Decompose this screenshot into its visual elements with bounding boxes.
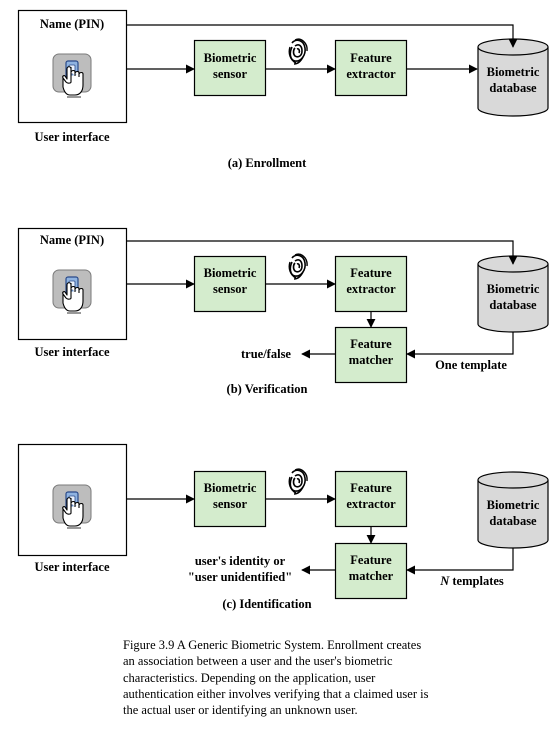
- biometric-database-label-1: Biometric: [487, 498, 540, 512]
- result-true-false: true/false: [241, 347, 291, 361]
- biometric-database-label-1: Biometric: [487, 282, 540, 296]
- biometric-sensor-box: [193, 39, 267, 97]
- figure-caption: Figure 3.9 A Generic Biometric System. E…: [123, 637, 503, 718]
- section-identification: User interface Biometric sensor Feature ex…: [17, 443, 549, 611]
- figure-caption-line: authentication either involves verifying…: [123, 686, 429, 701]
- hand-touch-icon: [52, 269, 92, 314]
- section-verification: Name (PIN) User interface Biometric senso…: [17, 227, 549, 396]
- biometric-database-label-2: database: [489, 514, 537, 528]
- arrow-name-to-database: [127, 240, 518, 265]
- biometric-sensor-label-2: sensor: [213, 497, 247, 511]
- identity-result-line-1: user's identity or: [195, 554, 286, 568]
- biometric-sensor-box: [193, 470, 267, 528]
- feature-extractor-label-1: Feature: [350, 266, 392, 280]
- feature-extractor-label-2: extractor: [346, 67, 396, 81]
- fingerprint-icon: [288, 38, 308, 65]
- section-enrollment: Name (PIN) User interface Biometric senso…: [17, 9, 549, 170]
- feature-extractor-box: [334, 39, 408, 97]
- section-caption-identification: (c) Identification: [222, 597, 311, 611]
- feature-matcher-box: [334, 326, 408, 384]
- feature-extractor-box: [334, 470, 408, 528]
- biometric-sensor-label-1: Biometric: [204, 51, 257, 65]
- biometric-sensor-box: [193, 255, 267, 313]
- fingerprint-icon: [288, 253, 308, 280]
- figure-caption-line: the actual user or identifying an unknow…: [123, 703, 358, 718]
- feature-matcher-label-2: matcher: [349, 353, 394, 367]
- biometric-database-cylinder: [477, 38, 549, 117]
- feature-extractor-label-1: Feature: [350, 51, 392, 65]
- n-templates-n: N: [439, 574, 450, 588]
- feature-matcher-label-2: matcher: [349, 569, 394, 583]
- fingerprint-icon: [288, 468, 308, 495]
- hand-touch-icon: [52, 53, 92, 98]
- feature-extractor-label-1: Feature: [350, 481, 392, 495]
- section-caption-verification: (b) Verification: [227, 382, 308, 396]
- user-interface-label: User interface: [34, 560, 110, 574]
- one-template-label: One template: [435, 358, 507, 372]
- feature-matcher-label-1: Feature: [350, 337, 392, 351]
- identity-result-line-2: "user unidentified": [188, 570, 292, 584]
- svg-text:user's identity or"user uniden: user's identity or "user unidentified": [188, 554, 292, 584]
- user-interface-label: User interface: [34, 345, 110, 359]
- arrow-name-to-database: [127, 24, 518, 48]
- name-pin-label: Name (PIN): [40, 17, 104, 31]
- figure-caption-line: characteristics. Depending on the applic…: [123, 670, 376, 685]
- biometric-sensor-label-1: Biometric: [204, 266, 257, 280]
- biometric-sensor-label-2: sensor: [213, 282, 247, 296]
- feature-matcher-box: [334, 542, 408, 600]
- feature-extractor-label-2: extractor: [346, 282, 396, 296]
- n-templates-rest: templates: [449, 574, 504, 588]
- section-caption-enrollment: (a) Enrollment: [228, 156, 307, 170]
- name-pin-label: Name (PIN): [40, 233, 104, 247]
- biometric-sensor-label-2: sensor: [213, 67, 247, 81]
- biometric-database-label-1: Biometric: [487, 65, 540, 79]
- arrow-database-to-matcher: [406, 332, 514, 359]
- user-interface-label: User interface: [34, 130, 110, 144]
- figure-caption-line: Figure 3.9 A Generic Biometric System. E…: [123, 638, 422, 652]
- n-templates-label: N templates: [439, 574, 504, 588]
- biometric-database-cylinder: [477, 471, 549, 549]
- biometric-database-label-2: database: [489, 81, 537, 95]
- feature-matcher-label-1: Feature: [350, 553, 392, 567]
- arrow-database-to-matcher: [406, 548, 514, 575]
- biometric-database-label-2: database: [489, 298, 537, 312]
- biometric-sensor-label-1: Biometric: [204, 481, 257, 495]
- feature-extractor-label-2: extractor: [346, 497, 396, 511]
- figure-caption-line: an association between a user and the us…: [123, 654, 393, 669]
- hand-touch-icon: [52, 484, 92, 529]
